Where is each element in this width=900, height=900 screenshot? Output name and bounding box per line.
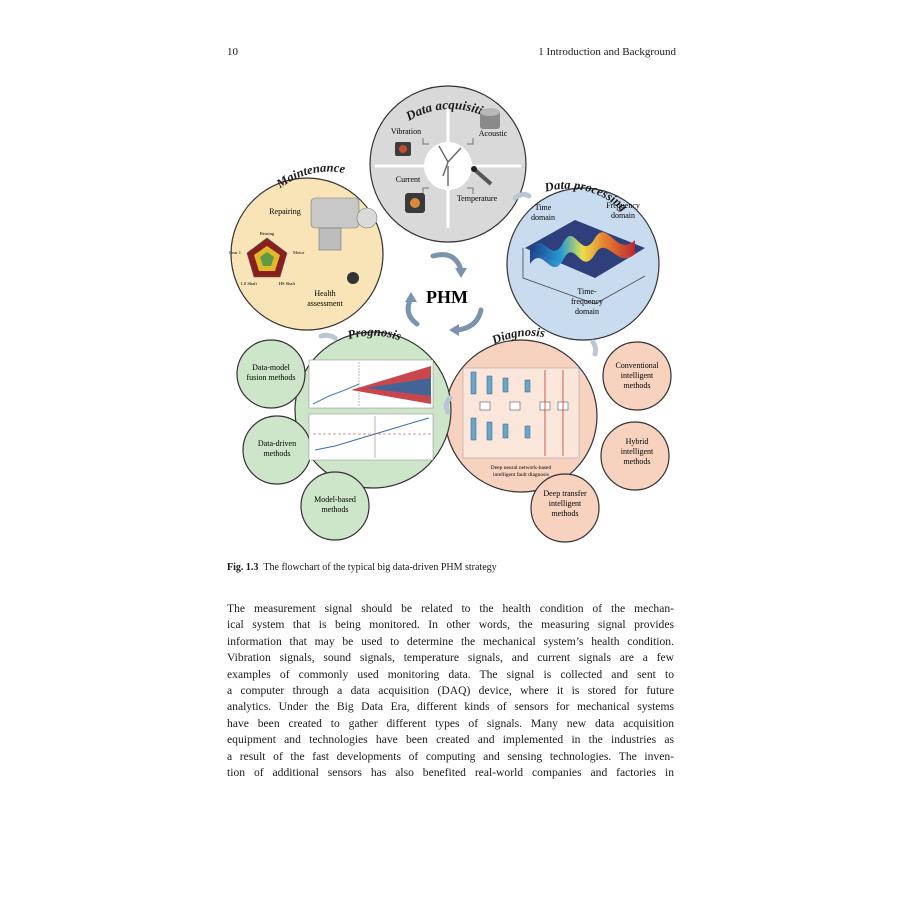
time-frequency-label: Time-	[577, 287, 597, 296]
frequency-domain-label: Frequency	[606, 201, 640, 210]
satellite-label: methods	[321, 505, 348, 514]
microphone-icon	[480, 108, 500, 129]
data-acquisition-module: Data acquisition Vibration Acoustic Curr…	[369, 85, 527, 243]
current-clamp-icon	[405, 193, 425, 213]
connector-diagnosis-prognosis	[443, 395, 453, 415]
diagnosis-module: Diagnosis Deep neural network-bas	[444, 325, 672, 543]
thermocouple-icon	[471, 166, 493, 186]
rul-prediction-plot	[308, 359, 434, 409]
sensor-arrows	[422, 138, 474, 194]
sensor-label-temperature: Temperature	[457, 194, 498, 203]
network-caption: Deep neural network-based	[491, 465, 552, 471]
satellite-label: methods	[263, 449, 290, 458]
phm-label: PHM	[426, 287, 468, 307]
spectrogram-plot	[522, 220, 646, 305]
satellite-deep-transfer	[530, 473, 600, 543]
body-line: examples of commonly used monitoring dat…	[227, 667, 674, 681]
connector-processing-diagnosis	[590, 339, 599, 357]
body-paragraph: The measurement signal should be related…	[227, 601, 674, 781]
phm-center: PHM	[405, 252, 484, 336]
radar-label-hs-shaft: HS Shaft	[279, 281, 296, 286]
health-radar-chart	[246, 237, 288, 278]
satellite-label: Hybrid	[626, 437, 649, 446]
sensor-label-current: Current	[396, 175, 421, 184]
satellite-label: intelligent	[549, 499, 582, 508]
health-assessment-label: assessment	[307, 299, 343, 308]
satellite-label: methods	[551, 509, 578, 518]
connector-prognosis-maintenance	[318, 332, 338, 341]
body-line: have been created to gather different ty…	[227, 716, 674, 730]
frequency-domain-label: domain	[611, 211, 635, 220]
satellite-label: fusion methods	[246, 373, 295, 382]
body-line: analytics. Under the Big Data Era, diffe…	[227, 700, 674, 714]
figure-caption-text: The flowchart of the typical big data-dr…	[263, 562, 497, 573]
satellite-hybrid	[600, 421, 670, 491]
body-line: information that may be used to determin…	[227, 634, 674, 648]
satellite-label: Deep transfer	[543, 489, 587, 498]
satellite-label: Data-model	[252, 363, 291, 372]
neural-network-diagram	[462, 367, 580, 459]
body-line: The measurement signal should be related…	[227, 602, 674, 615]
wind-turbine-icon	[438, 145, 462, 186]
body-line: ical system that is being monitored. In …	[227, 618, 674, 632]
repairing-label: Repairing	[269, 207, 301, 216]
body-line: a computer through a data acquisition (D…	[227, 684, 674, 698]
satellite-label: intelligent	[621, 447, 654, 456]
satellite-label: methods	[623, 381, 650, 390]
prognosis-module: Prognosis Data-model fusion methods Data…	[236, 325, 452, 541]
time-domain-label: Time	[535, 203, 552, 212]
time-frequency-label: domain	[575, 307, 599, 316]
running-title: 1 Introduction and Background	[538, 46, 676, 58]
body-line: Vibration signals, sound signals, temper…	[227, 651, 674, 665]
phm-flowchart-figure: Data acquisition Vibration Acoustic Curr…	[229, 85, 672, 543]
time-domain-label: domain	[531, 213, 555, 222]
radar-label-motor: Motor	[293, 250, 305, 255]
degradation-trend-plot	[308, 413, 434, 461]
satellite-label: methods	[623, 457, 650, 466]
page-number: 10	[227, 46, 238, 58]
satellite-model-based	[300, 471, 370, 541]
data-processing-module: Data processing Time domain Frequency do…	[506, 178, 660, 341]
body-line: tion of additional sensors has also bene…	[227, 766, 674, 780]
figure-caption: Fig. 1.3 The flowchart of the typical bi…	[227, 562, 677, 573]
body-line: equipment and technologies have been cre…	[227, 733, 674, 747]
satellite-data-model-fusion	[236, 339, 306, 409]
satellite-conventional	[602, 341, 672, 411]
radar-label-bearing: Bearing	[260, 231, 275, 236]
satellite-label: intelligent	[621, 371, 654, 380]
sensor-label-vibration: Vibration	[391, 127, 421, 136]
health-assessment-label: Health	[314, 289, 335, 298]
time-frequency-label: frequency	[571, 297, 603, 306]
connector-acquisition-processing	[512, 191, 532, 201]
satellite-label: Data-driven	[258, 439, 296, 448]
radar-label-gear: Gear 1	[229, 250, 241, 255]
network-caption: intelligent fault diagnosis	[493, 471, 549, 478]
radar-label-ls-shaft: LS Shaft	[241, 281, 258, 286]
maintenance-module: Maintenance Repairing Bearing Motor HS S…	[229, 161, 384, 331]
flow-connectors	[318, 191, 599, 415]
cycle-arrowheads-icon	[405, 268, 467, 336]
body-line: a result of the fast developments of com…	[227, 749, 674, 763]
gearbox-illustration	[310, 197, 378, 284]
satellite-label: Model-based	[314, 495, 356, 504]
sensor-label-acoustic: Acoustic	[479, 129, 508, 138]
vibration-sensor-icon	[395, 142, 411, 156]
satellite-label: Conventional	[615, 361, 659, 370]
prognosis-circle	[294, 331, 452, 489]
figure-label: Fig. 1.3	[227, 562, 259, 573]
